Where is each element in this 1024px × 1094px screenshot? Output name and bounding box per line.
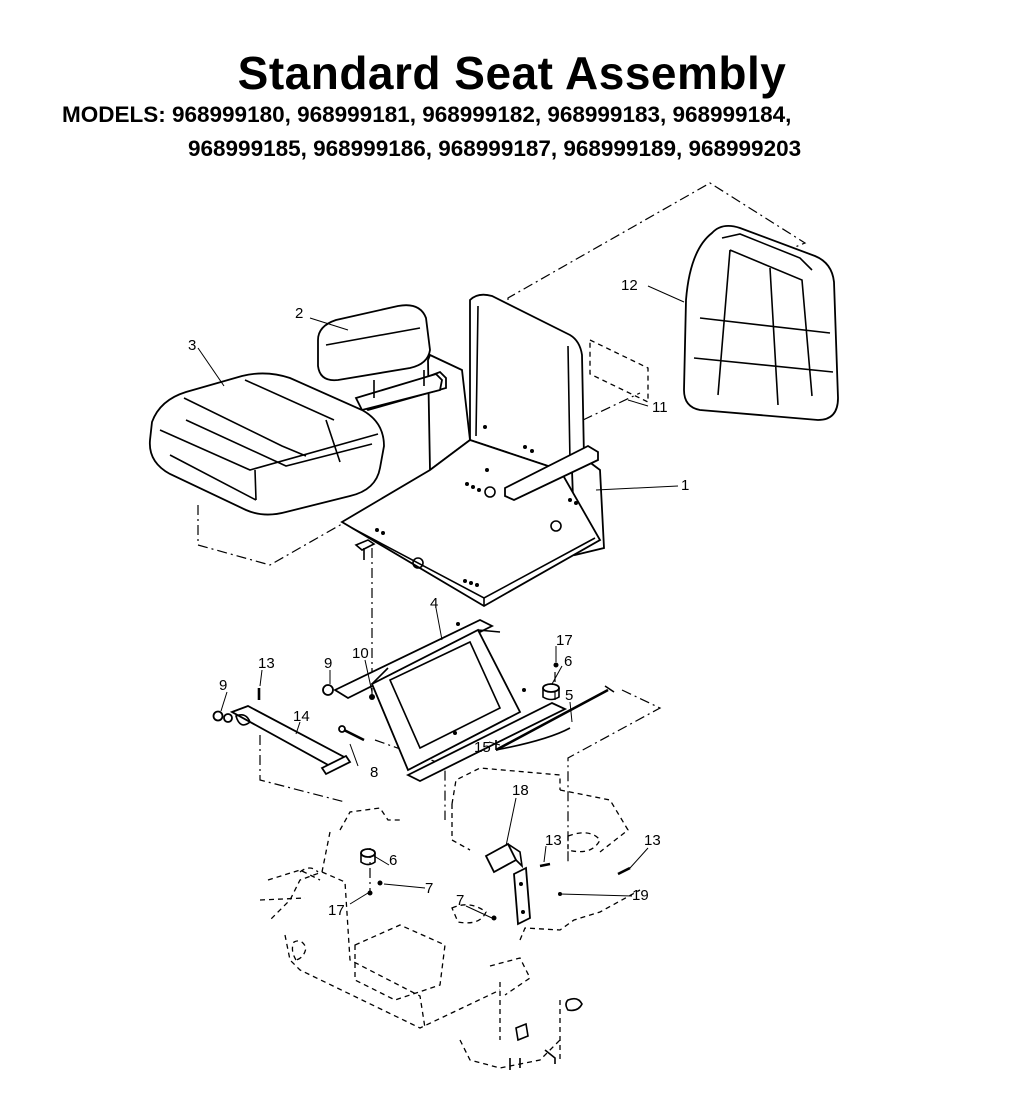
part-8-bolt xyxy=(338,725,365,742)
callout-6-upper: 6 xyxy=(564,653,572,670)
part-11-decal xyxy=(589,338,649,404)
callout-13-left: 13 xyxy=(258,655,275,672)
callout-leader-lines xyxy=(197,285,685,919)
callout-19: 19 xyxy=(632,887,649,904)
callout-11: 11 xyxy=(652,399,668,416)
callout-6-lower: 6 xyxy=(389,852,397,869)
tractor-chassis xyxy=(259,767,641,1070)
models-list-line-2: 968999185, 968999186, 968999187, 9689991… xyxy=(188,136,802,161)
part-12-back-cushion xyxy=(683,224,839,421)
part-6-bumpers xyxy=(360,683,560,866)
callout-17-upper: 17 xyxy=(556,632,573,649)
callout-15: 15 xyxy=(474,739,491,756)
part-3-seat-cushion xyxy=(148,372,385,516)
callout-12: 12 xyxy=(621,277,638,294)
fasteners xyxy=(257,662,631,921)
part-19-plate xyxy=(513,866,531,926)
callout-18: 18 xyxy=(512,782,529,799)
callout-7-left: 7 xyxy=(425,880,433,897)
callout-5: 5 xyxy=(565,687,573,704)
part-2-armrest xyxy=(317,304,443,412)
part-9-nuts xyxy=(212,684,334,723)
callout-3: 3 xyxy=(188,337,196,354)
part-15-spring xyxy=(495,727,571,751)
callout-2: 2 xyxy=(295,305,303,322)
page-title: Standard Seat Assembly xyxy=(237,47,787,99)
models-list-line-1: MODELS: 968999180, 968999181, 968999182,… xyxy=(62,102,792,127)
callout-labels: 12 2 3 1 11 4 17 6 5 15 9 13 9 10 14 8 1… xyxy=(188,277,689,919)
callout-7-right: 7 xyxy=(456,892,464,909)
callout-10: 10 xyxy=(352,645,369,662)
callout-9-left: 9 xyxy=(219,677,227,694)
callout-8: 8 xyxy=(370,764,378,781)
callout-9-right: 9 xyxy=(324,655,332,672)
callout-13-right: 13 xyxy=(644,832,661,849)
callout-1: 1 xyxy=(681,477,689,494)
callout-14: 14 xyxy=(293,708,310,725)
part-18-switch-bracket xyxy=(484,842,524,874)
part-4-seat-slide-frame xyxy=(333,618,568,783)
part-14-latch-handle xyxy=(229,705,352,776)
callout-13-middle: 13 xyxy=(545,832,562,849)
part-5-adjust-rod xyxy=(495,685,615,752)
callout-4: 4 xyxy=(430,595,438,612)
callout-17-lower: 17 xyxy=(328,902,345,919)
